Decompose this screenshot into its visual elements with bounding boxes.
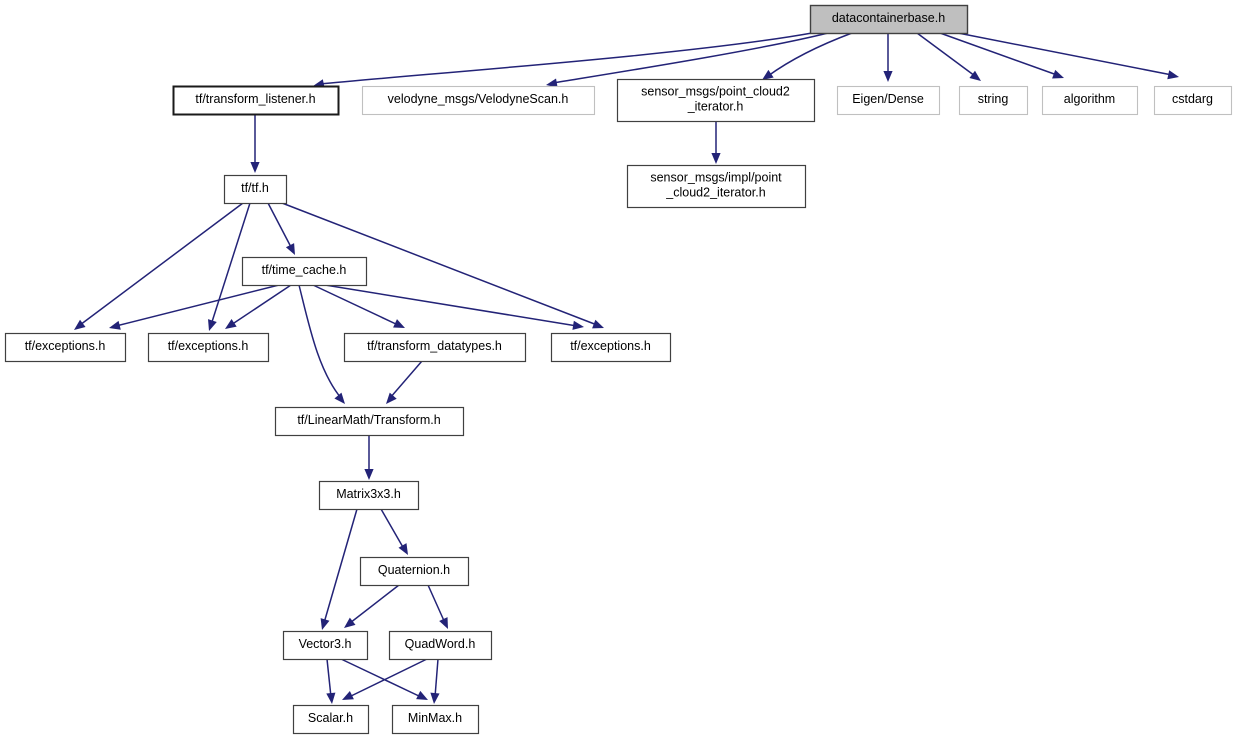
node-exceptions1[interactable]: tf/exceptions.htf/exceptions.h [4, 332, 127, 363]
edge-root-to-pc2_iterator [762, 32, 853, 80]
node-box [626, 164, 807, 209]
node-box [223, 174, 288, 205]
node-box [1041, 85, 1139, 116]
node-box [318, 480, 420, 511]
edge-quadword-to-minmax [430, 658, 440, 704]
node-box [172, 85, 340, 116]
edge-quadword-to-scalar [342, 658, 428, 700]
node-box [836, 85, 941, 116]
edge-tf_tf-to-time_cache [267, 202, 295, 255]
node-string[interactable]: stringstring [958, 85, 1029, 116]
edge-tf_tf-to-exceptions1 [74, 202, 244, 330]
node-box [282, 630, 369, 661]
node-lm_transform[interactable]: tf/LinearMath/Transform.htf/LinearMath/T… [274, 406, 465, 437]
node-time_cache[interactable]: tf/time_cache.htf/time_cache.h [241, 256, 368, 287]
node-algorithm[interactable]: algorithmalgorithm [1041, 85, 1139, 116]
edge-quaternion-to-quadword [427, 584, 448, 629]
node-box [616, 78, 816, 123]
node-box [359, 556, 470, 587]
node-transform_listener[interactable]: tf/transform_listener.htf/transform_list… [172, 85, 340, 116]
node-box [241, 256, 368, 287]
edge-time_cache-to-exceptions1 [109, 284, 280, 330]
edge-vector3-to-minmax [340, 658, 428, 700]
node-pc2_iterator[interactable]: sensor_msgs/point_cloud2_iterator.hsenso… [616, 78, 816, 123]
node-cstdarg[interactable]: cstdargcstdarg [1153, 85, 1233, 116]
node-box [1153, 85, 1233, 116]
node-box [550, 332, 672, 363]
node-eigen_dense[interactable]: Eigen/DenseEigen/Dense [836, 85, 941, 116]
node-box [147, 332, 270, 363]
edge-time_cache-to-exceptions3 [324, 284, 584, 330]
edge-tf_tf-to-exceptions2 [208, 202, 251, 331]
edge-vector3-to-scalar [326, 658, 336, 704]
edge-matrix3x3-to-vector3 [320, 508, 358, 630]
node-box [388, 630, 493, 661]
nodes-layer: datacontainerbase.hdatacontainerbase.h tf… [4, 4, 1233, 735]
edge-pc2_iterator-to-impl_pc2_iter [711, 121, 721, 164]
node-box [958, 85, 1029, 116]
edge-transform_datatypes-to-lm_transform [386, 360, 423, 404]
edge-root-to-algorithm [939, 32, 1064, 79]
node-velodyne_scan[interactable]: velodyne_msgs/VelodyneScan.hvelodyne_msg… [361, 85, 596, 116]
node-box [292, 704, 370, 735]
edge-tf_tf-to-exceptions3 [281, 202, 604, 329]
node-box [361, 85, 596, 116]
node-box [343, 332, 527, 363]
node-box [4, 332, 127, 363]
node-impl_pc2_iter[interactable]: sensor_msgs/impl/point_cloud2_iterator.h… [626, 164, 807, 209]
node-tf_tf[interactable]: tf/tf.htf/tf.h [223, 174, 288, 205]
edge-matrix3x3-to-quaternion [380, 508, 408, 555]
edge-root-to-eigen_dense [883, 33, 893, 82]
node-exceptions3[interactable]: tf/exceptions.htf/exceptions.h [550, 332, 672, 363]
node-exceptions2[interactable]: tf/exceptions.htf/exceptions.h [147, 332, 270, 363]
node-transform_datatypes[interactable]: tf/transform_datatypes.htf/transform_dat… [343, 332, 527, 363]
node-box [274, 406, 465, 437]
edges-layer [74, 32, 1179, 704]
edge-root-to-cstdarg [957, 32, 1179, 80]
node-box [809, 4, 969, 35]
node-box [391, 704, 480, 735]
edge-time_cache-to-transform_datatypes [312, 284, 405, 328]
edge-quaternion-to-vector3 [344, 584, 400, 628]
edge-lm_transform-to-matrix3x3 [364, 435, 374, 480]
edge-time_cache-to-lm_transform [298, 284, 345, 404]
edge-time_cache-to-exceptions2 [225, 284, 292, 329]
node-root[interactable]: datacontainerbase.hdatacontainerbase.h [809, 4, 969, 35]
edge-root-to-velodyne_scan [546, 32, 829, 88]
edge-root-to-string [916, 32, 981, 81]
edge-transform_listener-to-tf_tf [250, 114, 260, 173]
